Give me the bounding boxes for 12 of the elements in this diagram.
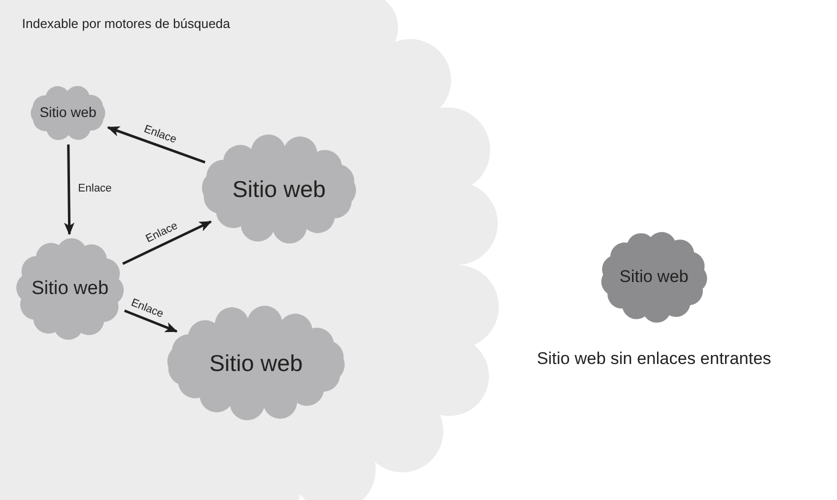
node-label: Sitio web: [31, 277, 109, 301]
node-label: Sitio web: [209, 348, 303, 378]
arrow: [107, 126, 206, 164]
node-caption: Sitio web sin enlaces entrantes: [536, 348, 772, 370]
region-title: Indexable por motores de búsqueda: [22, 15, 230, 33]
edge-label: Enlace: [77, 184, 113, 194]
node-label: Sitio web: [232, 174, 326, 204]
node-label: Sitio web: [40, 104, 96, 122]
arrow: [64, 144, 74, 236]
arrow: [124, 310, 178, 333]
node-label: Sitio web: [620, 266, 688, 288]
arrow: [122, 220, 212, 265]
